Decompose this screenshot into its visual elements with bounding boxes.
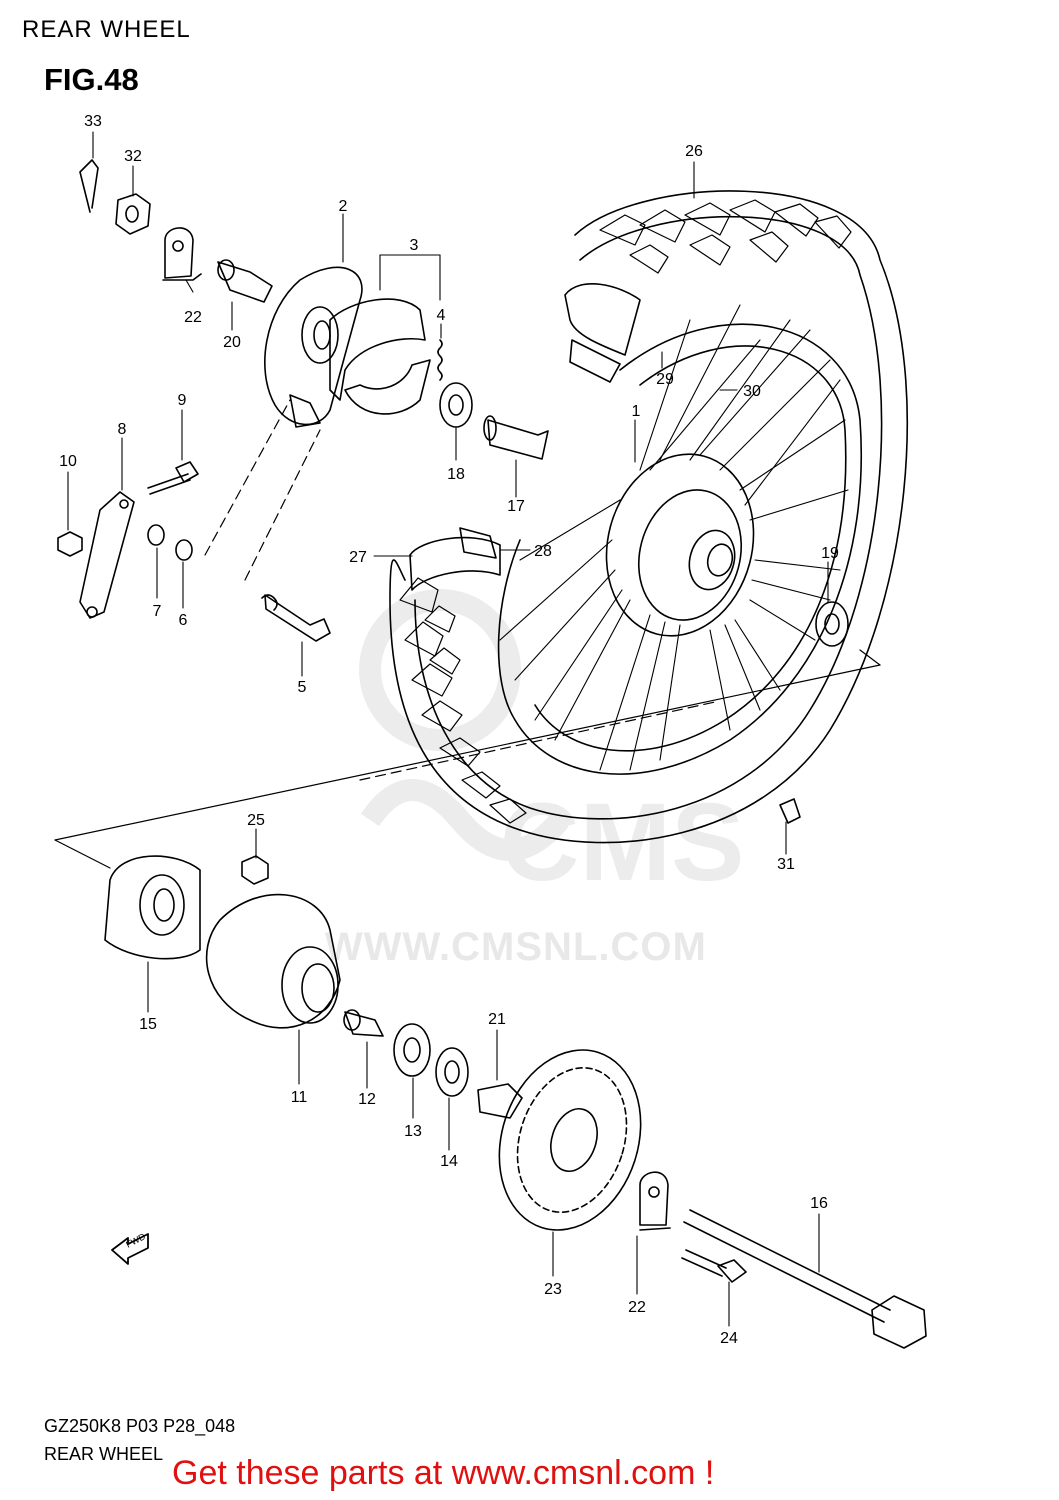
part-25: 25 [247, 812, 265, 829]
part-22-top: 22 [184, 309, 202, 326]
part-10: 10 [59, 453, 77, 470]
watermark-url: WWW.CMSNL.COM [325, 925, 707, 969]
part-33: 33 [84, 113, 102, 130]
part-14: 14 [440, 1153, 458, 1170]
fwd-label: FWD [124, 1231, 147, 1250]
part-18: 18 [447, 466, 465, 483]
part-31: 31 [777, 856, 795, 873]
part-6: 6 [179, 612, 188, 629]
part-23: 23 [544, 1281, 562, 1298]
part-11: 11 [291, 1089, 308, 1106]
part-12: 12 [358, 1091, 376, 1108]
promo-link[interactable]: Get these parts at www.cmsnl.com ! [172, 1454, 715, 1492]
part-29: 29 [656, 371, 674, 388]
tube [564, 283, 641, 356]
wheel-assembly [389, 190, 908, 844]
part-21: 21 [488, 1011, 506, 1028]
part-20: 20 [223, 334, 241, 351]
part-19: 19 [821, 545, 839, 562]
part-3: 3 [410, 237, 419, 254]
part-13: 13 [404, 1123, 422, 1140]
part-30: 30 [743, 383, 761, 400]
part-1: 1 [632, 403, 641, 420]
part-16: 16 [810, 1195, 828, 1212]
part-4: 4 [437, 307, 446, 324]
diagram-code: GZ250K8 P03 P28_048 [44, 1416, 236, 1436]
part-number-labels: 33 32 2 3 4 22 20 9 8 10 7 6 5 18 17 1 2… [59, 113, 839, 1347]
part-22-bottom: 22 [628, 1299, 646, 1316]
part-28: 28 [534, 543, 552, 560]
part-7: 7 [153, 603, 162, 620]
rim-band [409, 536, 501, 591]
tire [389, 190, 908, 844]
part-8: 8 [118, 421, 127, 438]
page-title: REAR WHEEL [22, 16, 191, 43]
part-15: 15 [139, 1016, 157, 1033]
part-26: 26 [685, 143, 703, 160]
part-2: 2 [339, 198, 348, 215]
part-5: 5 [298, 679, 307, 696]
part-32: 32 [124, 148, 142, 165]
part-27: 27 [349, 549, 367, 566]
figure-label: FIG.48 [44, 62, 139, 97]
diagram-caption: REAR WHEEL [44, 1444, 164, 1464]
part-24: 24 [720, 1330, 738, 1347]
part-9: 9 [178, 392, 187, 409]
fwd-arrow [111, 1233, 149, 1265]
part-17: 17 [507, 498, 525, 515]
